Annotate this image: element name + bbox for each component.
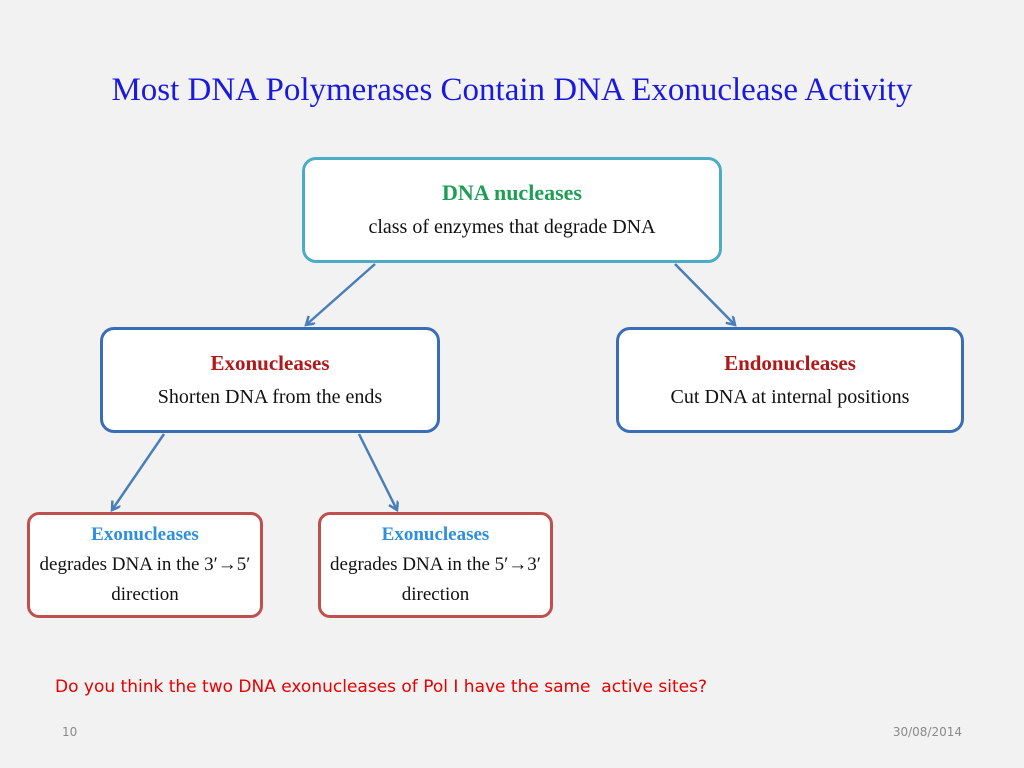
slide-date: 30/08/2014 <box>892 725 962 739</box>
node-exonucleases-3-to-5-description: degrades DNA in the 3′→5′ direction <box>39 554 251 605</box>
node-dna-nucleases-description: class of enzymes that degrade DNA <box>368 216 656 238</box>
node-endonucleases: Endonucleases Cut DNA at internal positi… <box>616 327 964 433</box>
arrow-root-to-exonucleases <box>306 263 376 325</box>
node-exonucleases-3-to-5-heading: Exonucleases <box>91 524 199 545</box>
node-dna-nucleases-heading: DNA nucleases <box>442 180 582 205</box>
node-dna-nucleases: DNA nucleases class of enzymes that degr… <box>302 157 722 263</box>
arrow-exonucleases-to-5-3 <box>357 433 397 510</box>
node-exonucleases-5-to-3: Exonucleases degrades DNA in the 5′→3′ d… <box>318 512 553 618</box>
node-exonucleases: Exonucleases Shorten DNA from the ends <box>100 327 440 433</box>
node-exonucleases-5-to-3-description: degrades DNA in the 5′→3′ direction <box>330 554 541 605</box>
slide-number: 10 <box>62 725 78 739</box>
node-endonucleases-heading: Endonucleases <box>724 351 856 375</box>
discussion-question: Do you think the two DNA exonucleases of… <box>55 677 707 697</box>
node-exonucleases-description: Shorten DNA from the ends <box>157 386 383 408</box>
node-exonucleases-5-to-3-heading: Exonucleases <box>381 524 490 545</box>
arrow-exonucleases-to-3-5 <box>112 433 166 510</box>
arrow-root-to-endonucleases <box>674 263 735 325</box>
node-endonucleases-description: Cut DNA at internal positions <box>670 386 910 408</box>
node-exonucleases-heading: Exonucleases <box>210 351 330 375</box>
slide-title: Most DNA Polymerases Contain DNA Exonucl… <box>111 72 913 108</box>
node-exonucleases-3-to-5: Exonucleases degrades DNA in the 3′→5′ d… <box>27 512 263 618</box>
